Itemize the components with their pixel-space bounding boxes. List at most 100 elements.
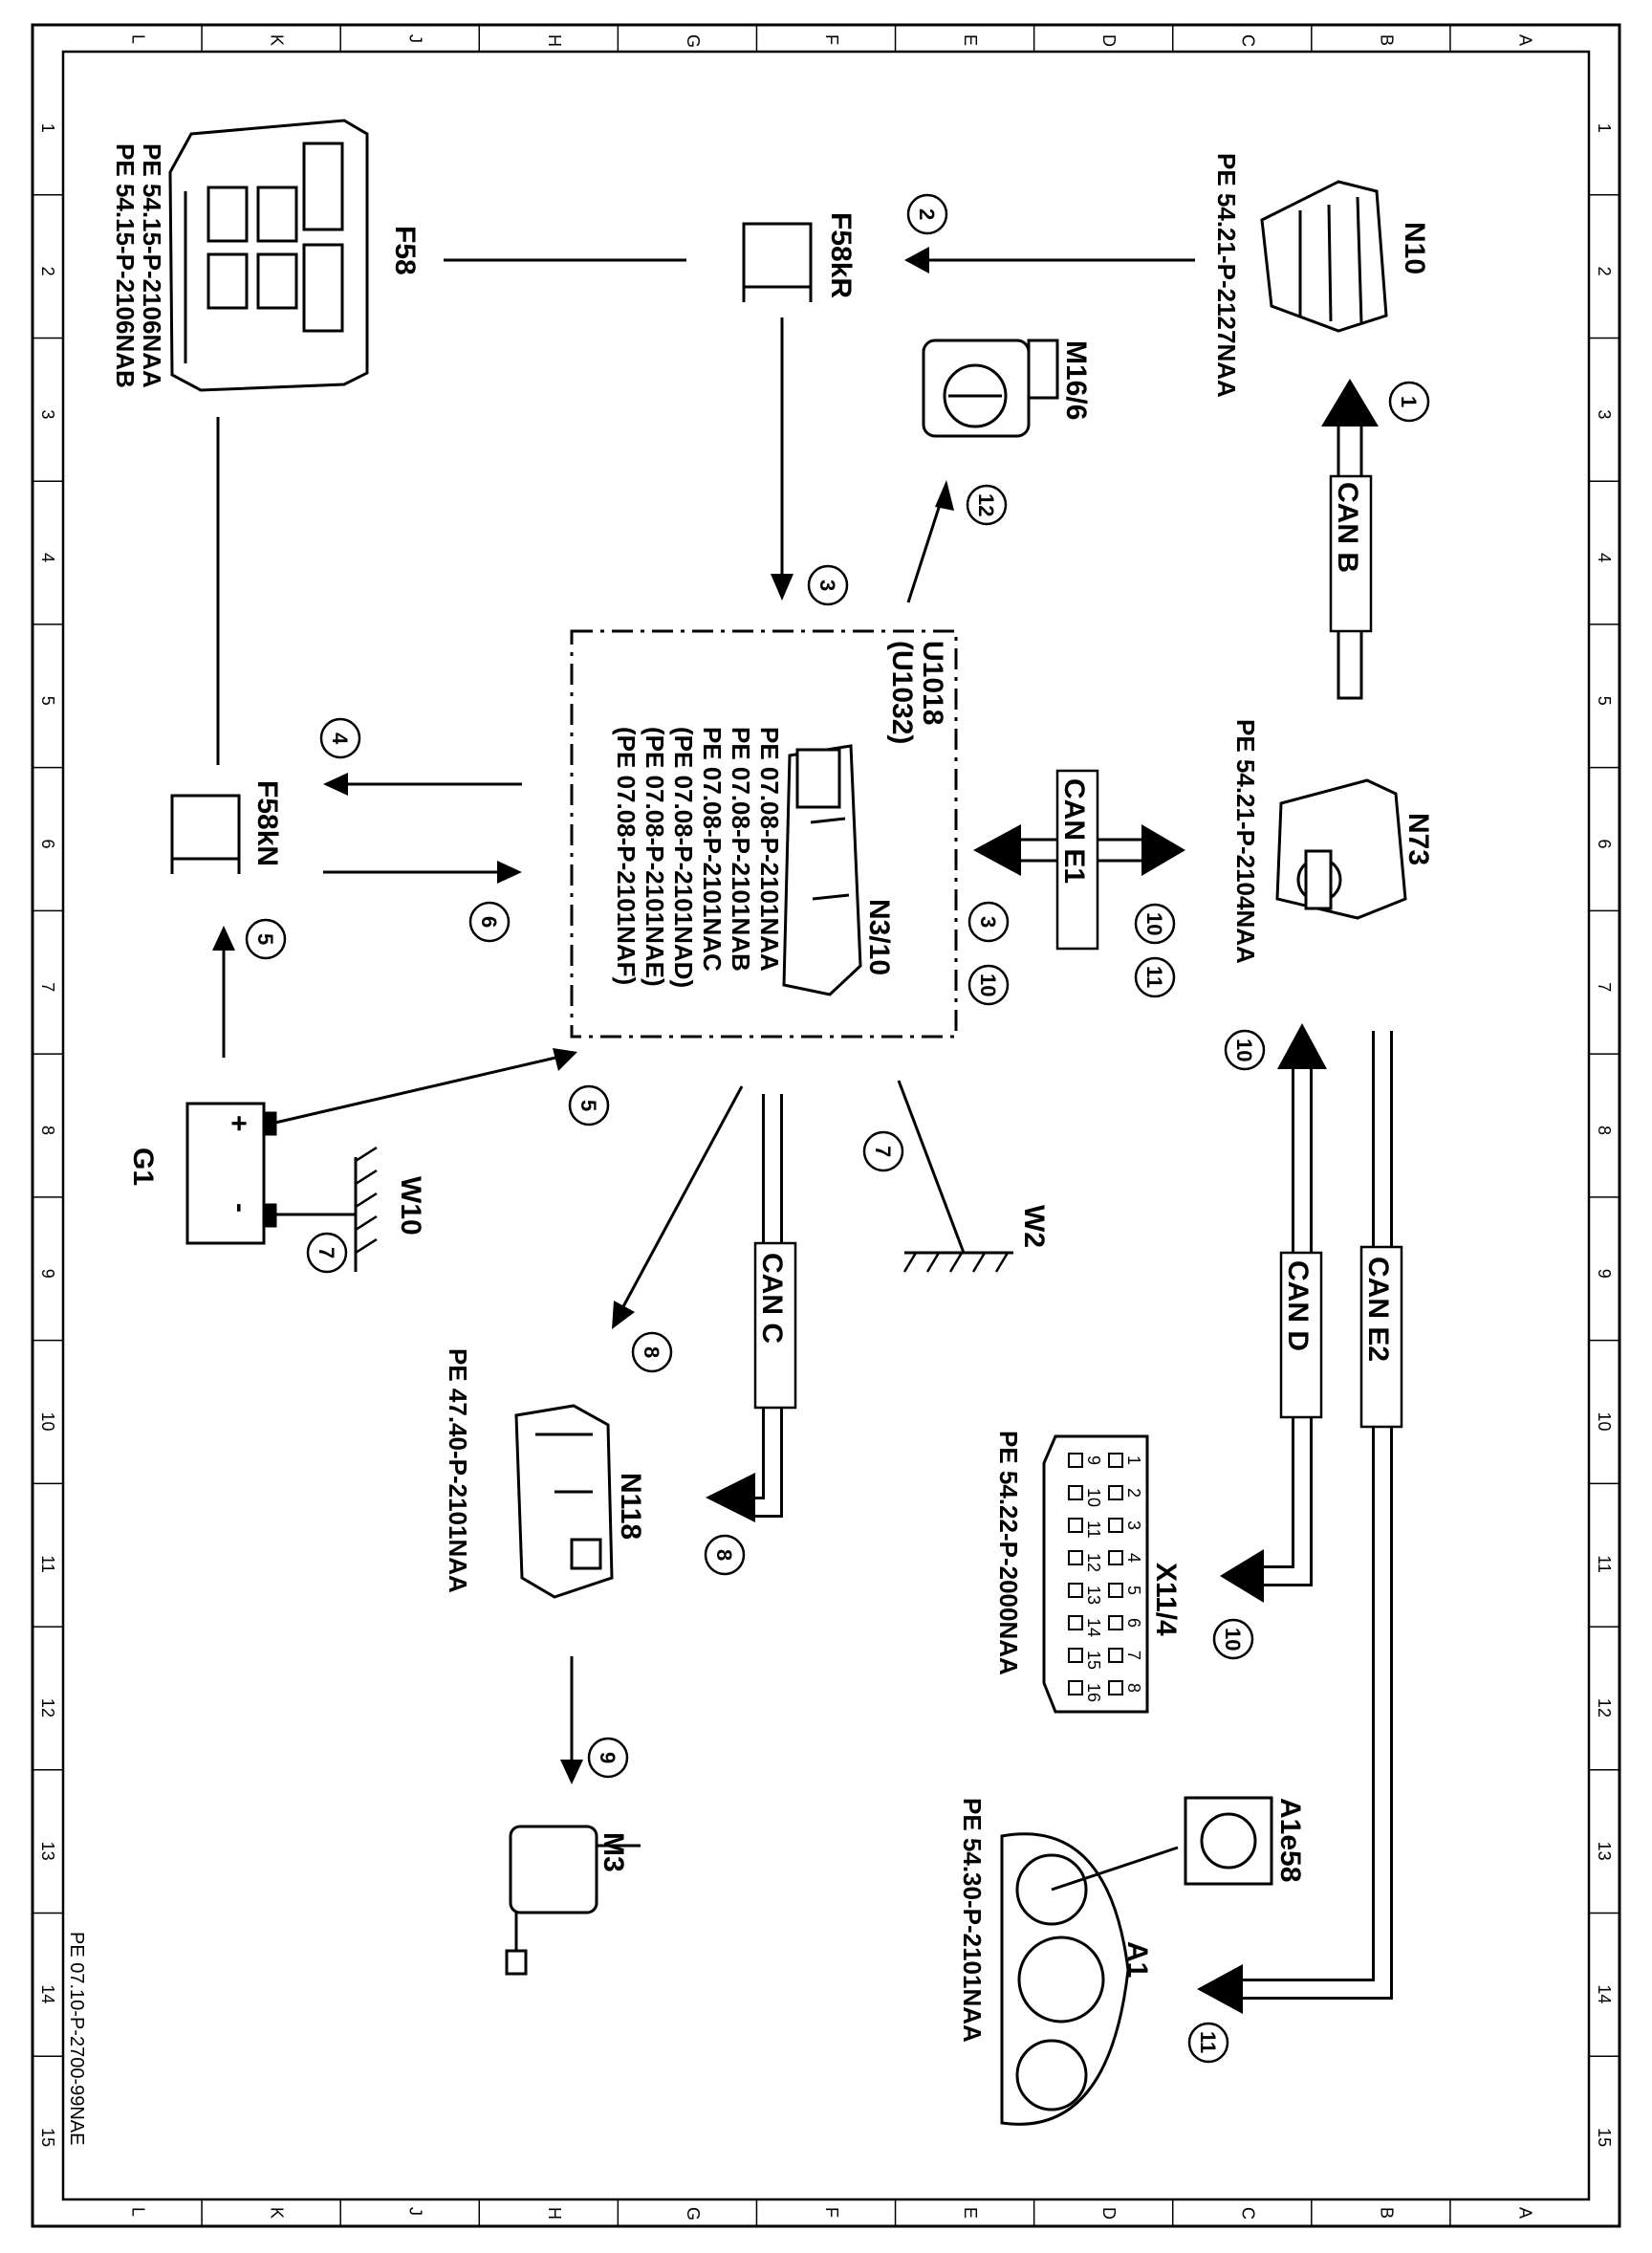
grid-letter-top: C	[1238, 34, 1257, 47]
step-number: 10	[1232, 1039, 1256, 1061]
grid-number-right: 6	[1595, 840, 1614, 849]
grid-number-left: 8	[38, 1126, 57, 1135]
step-number: 3	[815, 580, 839, 591]
label-w10: W10	[395, 1176, 426, 1236]
can-e1-bus	[973, 769, 1185, 951]
m3-fuel-pump-icon	[505, 1825, 641, 1976]
x11-4-pin	[1068, 1583, 1083, 1598]
x11-4-pin-number: 12	[1084, 1553, 1103, 1572]
step-number: 6	[477, 916, 501, 928]
grid-number-left: 12	[38, 1698, 57, 1717]
ref-n310-5: (PE 07.08-P-2101NAE)	[641, 727, 669, 987]
step-number: 4	[328, 733, 352, 745]
grid-number-left: 15	[38, 2128, 57, 2147]
grid-number-left: 1	[38, 123, 57, 133]
label-n10: N10	[1399, 222, 1430, 274]
ref-f58-1: PE 54.15-P-2106NAA	[138, 143, 166, 388]
g1-battery-icon	[185, 1102, 277, 1245]
step-number: 10	[1221, 1628, 1245, 1651]
a1e58-indicator-icon	[1184, 1796, 1273, 1886]
m16-6-throttle-icon	[922, 339, 1059, 438]
grid-number-left: 5	[38, 696, 57, 706]
wire-g1-n310	[274, 1054, 565, 1125]
step-number: 7	[315, 1247, 338, 1258]
step-circle	[631, 1331, 673, 1373]
label-m3: M3	[598, 1832, 629, 1872]
outer-frame	[31, 23, 1621, 2228]
step-number: 12	[974, 493, 998, 516]
x11-4-pin-number: 11	[1084, 1520, 1103, 1539]
wire-n310-n118	[620, 1085, 744, 1311]
x11-4-pin	[1108, 1615, 1123, 1630]
step-number: 8	[640, 1346, 663, 1358]
f58-fuse-box-icon	[168, 119, 369, 392]
step-circle	[704, 1534, 746, 1576]
ref-n10: PE 54.21-P-2127NAA	[1212, 153, 1241, 398]
step-number: 2	[915, 208, 939, 220]
grid-letter-top: J	[406, 34, 425, 43]
label-f58kn: F58kN	[251, 780, 283, 866]
n118-module-icon	[514, 1404, 614, 1599]
x11-4-pin-number: 5	[1124, 1586, 1143, 1595]
grid-number-left: 3	[38, 409, 57, 419]
ref-f58-2: PE 54.15-P-2106NAB	[111, 143, 140, 388]
ref-n310-1: PE 07.08-P-2101NAA	[755, 727, 784, 972]
ref-n310-4: (PE 07.08-P-2101NAD)	[669, 727, 698, 988]
grid-letter-top: L	[129, 34, 148, 44]
x11-4-pin	[1068, 1550, 1083, 1565]
grid-number-right: 8	[1595, 1126, 1614, 1135]
battery-plus: +	[223, 1115, 254, 1132]
grid-letter-top: K	[268, 34, 287, 46]
step-circle	[468, 901, 511, 943]
step-number: 10	[976, 973, 1000, 996]
grid-number-right: 9	[1595, 1269, 1614, 1279]
arrow-to-n310-6	[497, 861, 522, 884]
label-can-c: CAN C	[756, 1253, 788, 1344]
arrow-to-m166	[935, 480, 954, 511]
step-circle	[568, 1084, 610, 1126]
x11-4-pin	[1108, 1550, 1123, 1565]
grid-number-right: 11	[1595, 1555, 1614, 1573]
arrow-to-n310	[771, 574, 793, 601]
step-number: 1	[1397, 396, 1421, 407]
x11-4-pin-number: 2	[1124, 1488, 1143, 1498]
arrow-to-f58kn-5	[212, 926, 235, 951]
label-g1: G1	[127, 1148, 159, 1186]
n73-ignition-switch-icon	[1275, 778, 1407, 920]
label-can-b: CAN B	[1332, 482, 1363, 573]
grid-letter-bottom: K	[268, 2207, 287, 2219]
step-circle	[1212, 1618, 1254, 1660]
inner-frame	[61, 50, 1591, 2201]
wire-n310-w2	[897, 1080, 966, 1254]
step-circle	[807, 564, 849, 606]
x11-4-pin	[1108, 1453, 1123, 1468]
x11-4-pin-number: 14	[1084, 1618, 1103, 1637]
label-m166: M16/6	[1060, 340, 1092, 420]
step-circle	[319, 717, 361, 759]
grid-number-right: 7	[1595, 982, 1614, 992]
grid-number-left: 7	[38, 982, 57, 992]
step-number: 9	[596, 1752, 620, 1763]
can-b-bus	[1321, 379, 1379, 700]
step-number: 8	[712, 1549, 736, 1561]
grid-letter-bottom: E	[961, 2207, 980, 2219]
wires	[216, 258, 1195, 1769]
x11-4-pin-number: 7	[1124, 1651, 1143, 1660]
grid-letter-top: H	[545, 34, 564, 47]
label-a1: A1	[1121, 1941, 1153, 1978]
grid-ticks	[33, 25, 1619, 2226]
label-can-e1: CAN E1	[1058, 778, 1090, 884]
x11-4-pin	[1108, 1583, 1123, 1598]
step-circle	[1134, 903, 1176, 945]
x11-4-pin-number: 1	[1124, 1455, 1143, 1465]
grid-letter-bottom: C	[1238, 2207, 1257, 2220]
x11-4-pin-number: 8	[1124, 1683, 1143, 1693]
step-circle	[306, 1232, 348, 1274]
arrow-to-m3	[560, 1760, 583, 1784]
step-circle	[1134, 956, 1176, 998]
x11-4-pin	[1068, 1615, 1083, 1630]
grid-number-right: 14	[1595, 1984, 1614, 2003]
label-n73: N73	[1402, 813, 1434, 865]
grid-letter-bottom: B	[1377, 2207, 1396, 2219]
